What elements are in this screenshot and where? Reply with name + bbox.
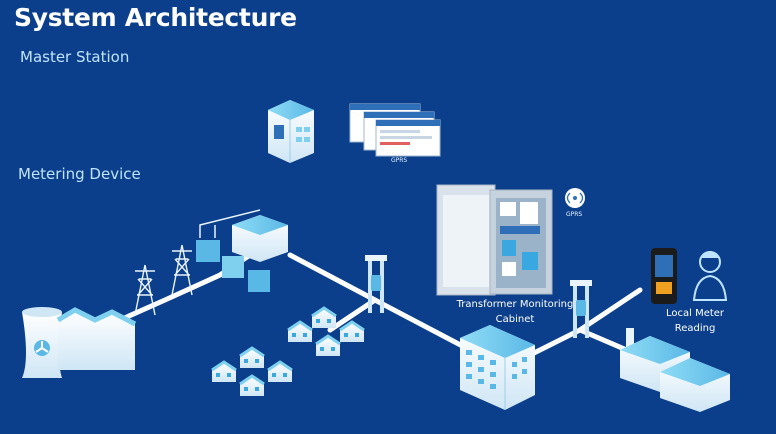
power-plant	[22, 307, 137, 378]
page-title: System Architecture	[14, 3, 297, 32]
transmission-pylons	[134, 244, 193, 316]
gprs-label-master: GPRS	[391, 157, 408, 164]
master-station-building	[268, 100, 314, 163]
transformer-monitoring-cabinet	[436, 184, 553, 296]
local-meter-reading-label: Local Meter Reading	[665, 308, 725, 334]
worker-icon	[692, 251, 728, 301]
section-label-master-station: Master Station	[20, 48, 130, 66]
connection-lines	[117, 252, 653, 363]
master-station-screens	[349, 103, 441, 157]
office-building	[460, 325, 535, 410]
section-label-metering-device: Metering Device	[18, 165, 141, 183]
transformer-cabinet-label: Transformer Monitoring Cabinet	[456, 299, 574, 325]
gprs-signal-icon	[565, 188, 585, 208]
factories-right	[620, 328, 730, 412]
gprs-label-cabinet: GPRS	[566, 211, 583, 218]
substation	[196, 209, 288, 292]
handheld-meter-reader	[651, 248, 677, 304]
